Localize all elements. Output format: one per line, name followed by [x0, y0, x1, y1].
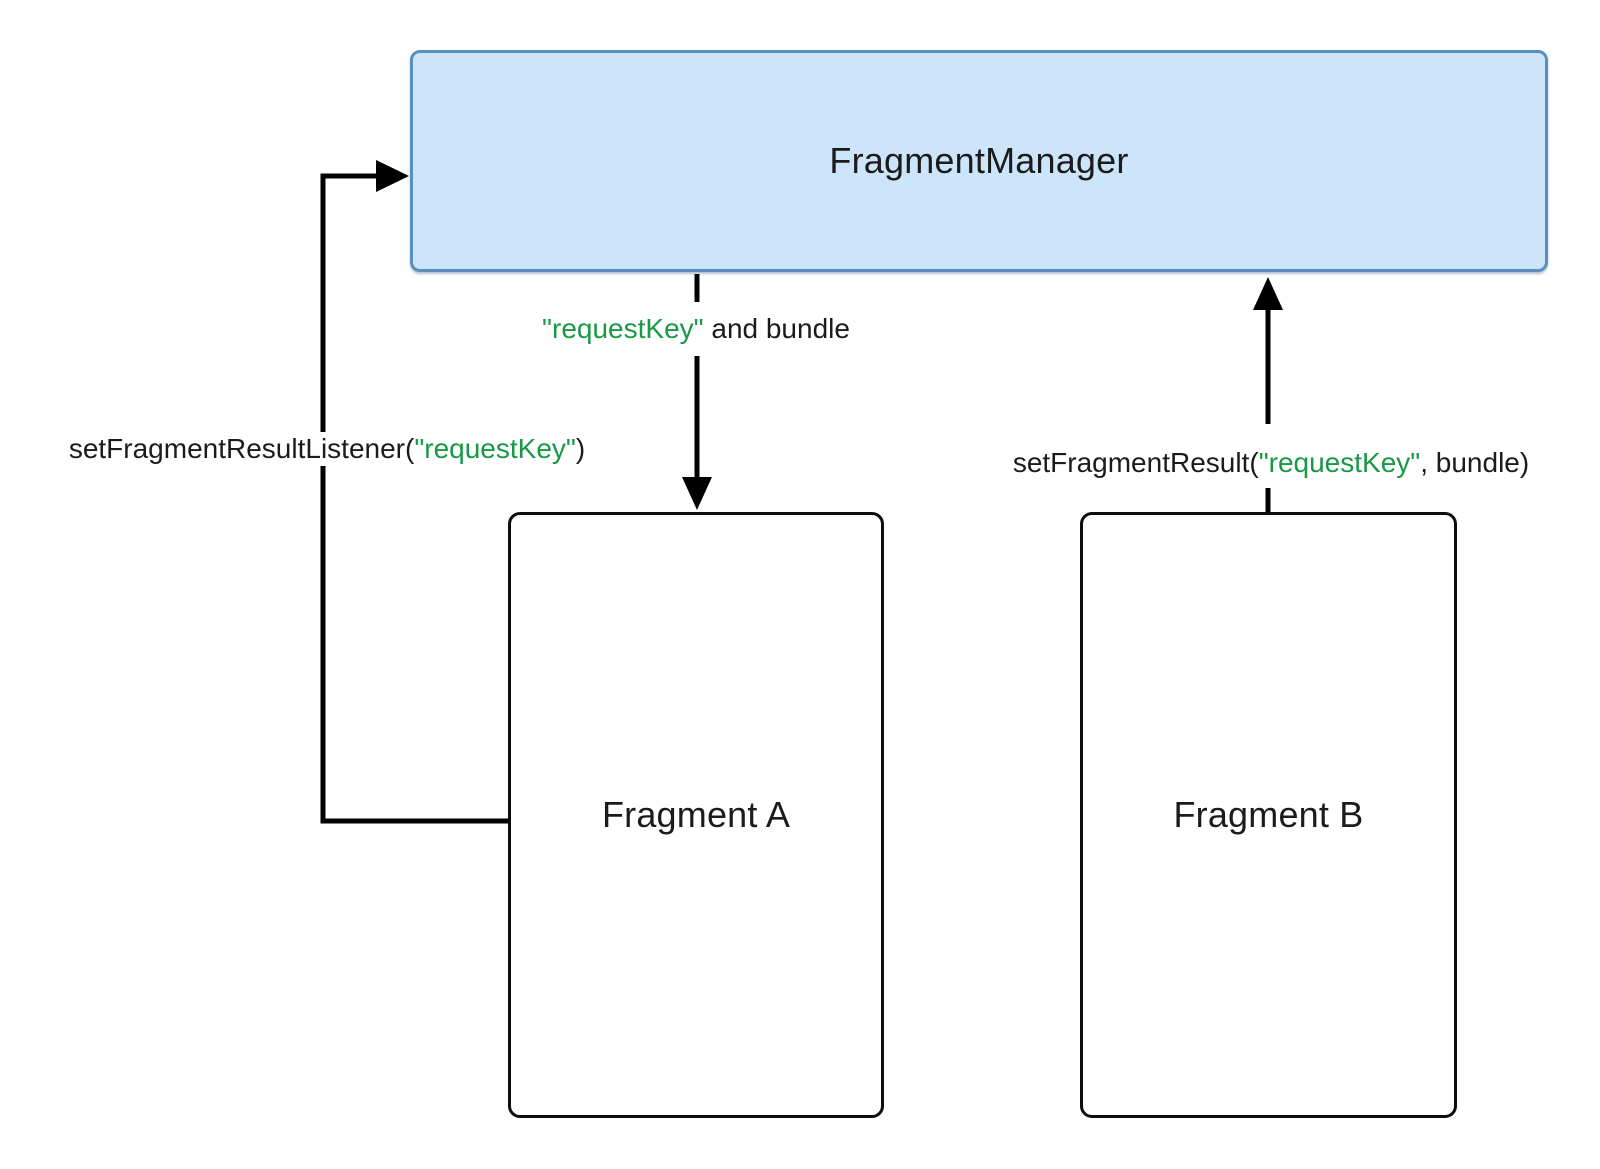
set-fragment-result-listener-label: setFragmentResultListener("requestKey") — [64, 432, 590, 466]
arrowhead-up-icon — [1253, 277, 1283, 310]
fragment-a-box: Fragment A — [508, 512, 884, 1118]
fragment-b-box: Fragment B — [1080, 512, 1457, 1118]
request-key-bundle-arrow — [682, 274, 712, 510]
set-result-pre: setFragmentResult( — [1012, 447, 1259, 478]
fragment-manager-box: FragmentManager — [410, 50, 1548, 272]
request-key-bundle-label: "requestKey" and bundle — [538, 312, 854, 346]
request-key-literal: "requestKey" — [1258, 447, 1421, 478]
fragment-manager-label: FragmentManager — [829, 140, 1129, 181]
fragment-b-label: Fragment B — [1173, 794, 1364, 835]
arrowhead-right-icon — [376, 160, 409, 192]
fragment-a-label: Fragment A — [601, 794, 791, 835]
set-result-post: , bundle) — [1420, 447, 1530, 478]
request-key-literal: "requestKey" — [414, 433, 576, 464]
set-listener-post: ) — [575, 433, 586, 464]
request-key-literal: "requestKey" — [542, 313, 704, 344]
set-listener-pre: setFragmentResultListener( — [68, 433, 415, 464]
request-key-bundle-rest: and bundle — [703, 313, 850, 344]
arrowhead-down-icon — [682, 477, 712, 510]
set-fragment-result-label: setFragmentResult("requestKey", bundle) — [1008, 446, 1534, 480]
